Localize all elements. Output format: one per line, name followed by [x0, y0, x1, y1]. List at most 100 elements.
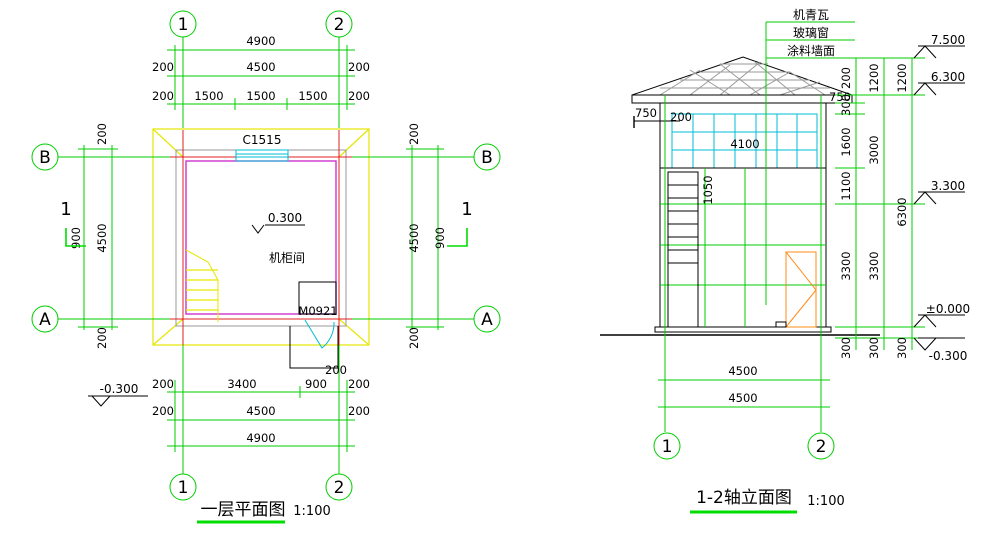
axis-bubble-2-top: 2	[325, 10, 353, 38]
elevation-scale: 1:100	[807, 494, 844, 509]
svg-text:200: 200	[348, 404, 370, 418]
plan-left-dimensions: 200 4500 200 900	[69, 123, 118, 349]
elevation-right-dimensions: 200 300 1600 1100 3300 300 1200 3000 330…	[835, 57, 925, 359]
roof-tiles	[659, 61, 830, 96]
axis-bubble-a-right: A	[473, 305, 501, 333]
svg-text:1200: 1200	[895, 63, 909, 92]
svg-text:200: 200	[839, 67, 853, 89]
svg-text:200: 200	[407, 327, 421, 349]
axis-bubble-a-left: A	[31, 305, 59, 333]
axis-bubble-1-bottom: 1	[169, 473, 197, 501]
elevation-door	[785, 251, 817, 328]
svg-text:3300: 3300	[839, 251, 853, 280]
svg-text:1: 1	[178, 478, 189, 498]
elevation-axis-bubble-1: 1	[653, 432, 681, 460]
svg-text:3.300: 3.300	[931, 179, 965, 193]
svg-text:3300: 3300	[867, 251, 881, 280]
svg-text:300: 300	[867, 337, 881, 359]
svg-text:200: 200	[152, 404, 174, 418]
svg-text:300: 300	[895, 337, 909, 359]
svg-text:200: 200	[325, 363, 347, 377]
plan-bottom-dimensions: 200 200 200 3400 900 200 200 4500 4900	[152, 345, 370, 474]
window-c1515	[235, 149, 289, 162]
svg-text:300: 300	[839, 94, 853, 116]
level-marks: 7.500 6.300 3.300 ±0.000 -0.300	[913, 33, 970, 363]
svg-text:300: 300	[839, 337, 853, 359]
outside-level: -0.300	[88, 382, 148, 407]
plan-right-dimensions: 200 4500 200 900	[406, 123, 447, 349]
eave-dimensions: 750 200 750	[633, 90, 851, 128]
svg-text:1: 1	[461, 199, 472, 220]
svg-text:2: 2	[816, 437, 827, 457]
svg-text:4900: 4900	[246, 34, 275, 48]
svg-text:200: 200	[348, 377, 370, 391]
svg-text:4500: 4500	[728, 391, 757, 405]
svg-text:4500: 4500	[728, 364, 757, 378]
svg-text:涂料墙面: 涂料墙面	[787, 43, 835, 58]
svg-text:-0.300: -0.300	[100, 382, 139, 396]
svg-text:200: 200	[407, 123, 421, 145]
svg-text:4500: 4500	[246, 60, 275, 74]
axis-bubble-1-top: 1	[169, 10, 197, 38]
svg-text:200: 200	[152, 60, 174, 74]
room-name: 机柜间	[269, 251, 305, 265]
svg-text:750: 750	[829, 90, 851, 104]
svg-text:200: 200	[152, 377, 174, 391]
svg-text:-0.300: -0.300	[929, 349, 968, 363]
svg-text:机青瓦: 机青瓦	[793, 8, 829, 22]
svg-text:200: 200	[152, 89, 174, 103]
floor-level: 0.300	[268, 211, 302, 225]
axis-bubble-b-right: B	[473, 143, 501, 171]
svg-text:6300: 6300	[895, 197, 909, 226]
axis-bubble-b-left: B	[31, 143, 59, 171]
elevation-bottom-dimensions: 4500 4500	[658, 364, 830, 408]
roof	[631, 56, 853, 96]
svg-text:1100: 1100	[839, 171, 853, 200]
plan-scale: 1:100	[293, 504, 330, 519]
plan-top-dimensions: 4900 4500 200 200 200 200 1500 1500 1500	[152, 34, 370, 110]
svg-text:200: 200	[670, 110, 692, 124]
plan-title: 一层平面图	[201, 500, 286, 520]
svg-text:200: 200	[348, 89, 370, 103]
svg-text:1500: 1500	[194, 89, 223, 103]
svg-text:750: 750	[635, 106, 657, 120]
external-stair	[667, 171, 699, 328]
svg-text:±0.000: ±0.000	[926, 302, 970, 316]
material-notes: 机青瓦 玻璃窗 涂料墙面	[765, 8, 855, 305]
svg-text:900: 900	[69, 227, 83, 249]
svg-text:7.500: 7.500	[931, 33, 965, 47]
svg-text:B: B	[481, 148, 493, 168]
elevation-title: 1-2轴立面图	[696, 488, 792, 508]
plan-view: 1 2 4900 4500 200 200 200 200 1500 1500 …	[31, 10, 501, 524]
svg-text:A: A	[481, 310, 493, 330]
svg-text:2: 2	[334, 15, 345, 35]
door-frame	[298, 281, 337, 315]
svg-text:1600: 1600	[839, 127, 853, 156]
svg-text:3000: 3000	[867, 135, 881, 164]
stair	[185, 249, 219, 322]
door-swing	[304, 319, 335, 349]
svg-text:A: A	[39, 310, 51, 330]
section-marker-left: 1	[60, 199, 86, 247]
svg-text:4500: 4500	[246, 404, 275, 418]
svg-text:1500: 1500	[298, 89, 327, 103]
svg-text:1200: 1200	[867, 63, 881, 92]
svg-text:3400: 3400	[227, 377, 256, 391]
svg-text:200: 200	[95, 123, 109, 145]
svg-text:4900: 4900	[246, 431, 275, 445]
svg-text:1: 1	[60, 199, 71, 220]
section-marker-right: 1	[447, 199, 473, 247]
window-tag: C1515	[243, 133, 282, 147]
svg-text:2: 2	[334, 478, 345, 498]
axis-bubble-2-bottom: 2	[325, 473, 353, 501]
window-width: 4100	[730, 137, 759, 151]
svg-text:200: 200	[348, 60, 370, 74]
door-tag: M0921	[298, 304, 337, 318]
roof-outline	[152, 128, 370, 346]
svg-text:900: 900	[433, 227, 447, 249]
svg-text:4500: 4500	[407, 223, 421, 252]
elevation-axis-bubble-2: 2	[807, 432, 835, 460]
svg-text:200: 200	[95, 327, 109, 349]
svg-text:1: 1	[178, 15, 189, 35]
